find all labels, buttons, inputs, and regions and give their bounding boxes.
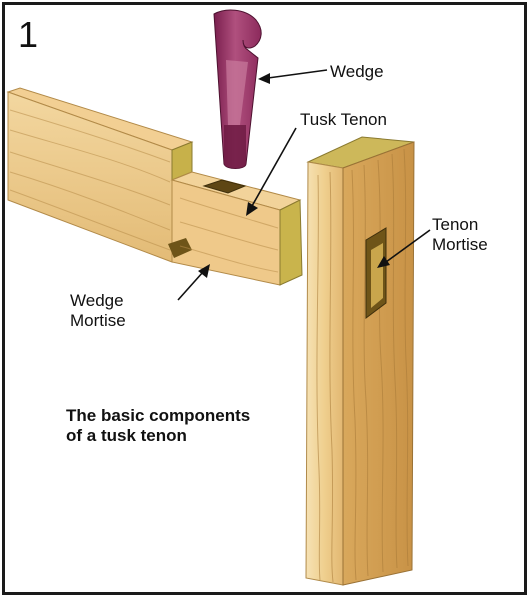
label-tusk-tenon: Tusk Tenon xyxy=(300,110,387,129)
label-tenon-mortise: Tenon Mortise xyxy=(432,215,488,254)
label-tenon-mortise-line2: Mortise xyxy=(432,234,488,254)
beam-grain xyxy=(9,109,279,273)
caption-line-1: The basic components xyxy=(66,406,251,425)
label-wedge: Wedge xyxy=(330,62,384,81)
label-wedge-mortise-line2: Mortise xyxy=(70,310,126,330)
post xyxy=(305,136,415,586)
wedge-highlight xyxy=(226,60,248,125)
figure-number: 1 xyxy=(18,14,39,55)
post-grain xyxy=(316,148,409,583)
figure-caption: The basic components of a tusk tenon xyxy=(66,406,250,445)
wedge xyxy=(213,9,262,169)
label-wedge-mortise: Wedge Mortise xyxy=(70,291,126,330)
post-front-face xyxy=(305,161,344,586)
tenon-mortise-inner xyxy=(371,243,383,308)
label-wedge-mortise-line1: Wedge xyxy=(70,291,124,310)
wedge-shadow xyxy=(224,125,246,169)
wedge-mortise-bottom xyxy=(168,238,192,258)
label-tenon-mortise-line1: Tenon xyxy=(432,215,479,234)
beam xyxy=(6,87,303,286)
leader-lines xyxy=(177,69,431,301)
tenon-end-grain xyxy=(279,199,303,286)
wedge-mortise xyxy=(202,179,247,194)
caption-line-2: of a tusk tenon xyxy=(66,425,187,445)
